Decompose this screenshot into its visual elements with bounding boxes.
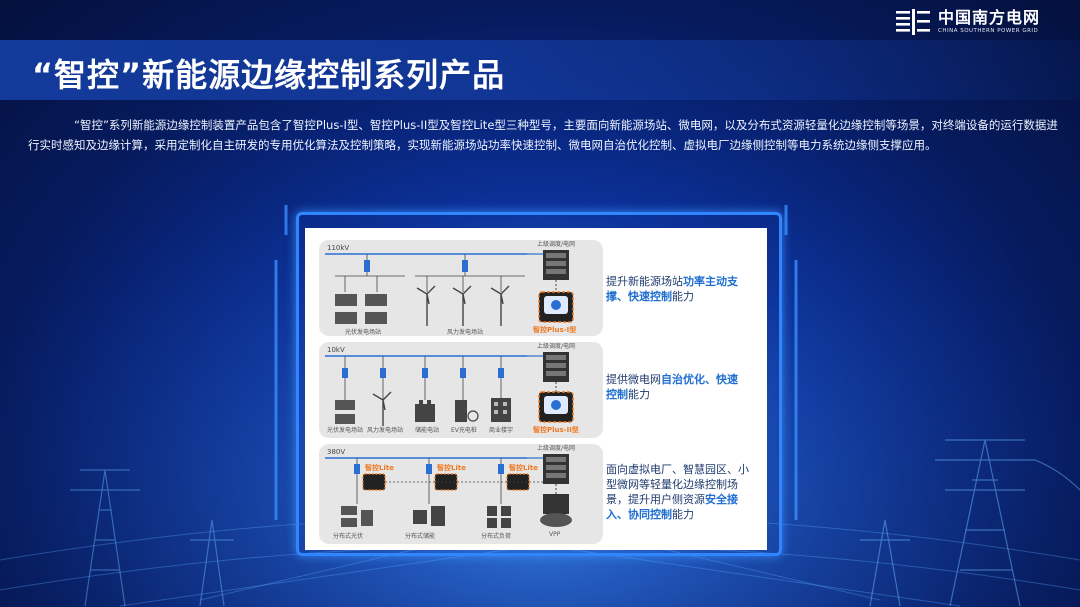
battery-storage-icon [413, 506, 445, 526]
row-1-source-wind: 风力发电场站 [447, 328, 483, 336]
page-title: “智控”新能源边缘控制系列产品 [32, 56, 506, 94]
csg-logo-icon [895, 9, 930, 35]
brand-name-en: CHINA SOUTHERN POWER GRID [937, 27, 1039, 34]
row-2-description: 提供微电网自治优化、快速控制能力 [606, 373, 738, 401]
topology-diagram: .lbl{font-family:"DejaVu Sans",sans-seri… [319, 240, 603, 544]
pv-panel-icon [341, 506, 373, 527]
row-1-cabinet-label: 上级调度/电网 [537, 240, 575, 248]
row-2-source-storage: 储能电站 [415, 426, 439, 434]
row-2-source-wind: 风力发电场站 [367, 426, 403, 434]
row-3-lite-label-3: 智控Lite [509, 463, 538, 472]
row-3-background [319, 444, 603, 544]
pv-panel-icon [335, 400, 355, 424]
row-3-voltage: 380V [327, 448, 345, 456]
row-2-source-ev: EV充电桩 [451, 426, 477, 434]
server-cabinet-icon [543, 454, 569, 484]
vpp-cloud-server-icon [540, 494, 572, 527]
row-2-voltage: 10kV [327, 346, 345, 354]
row-1-source-pv: 光伏发电场站 [345, 328, 381, 336]
controller-device-icon [538, 291, 574, 323]
controller-device-icon [538, 391, 574, 423]
wind-turbine-icon [372, 391, 392, 426]
title-band [0, 40, 1080, 100]
row-3-lite-label-1: 智控Lite [365, 463, 394, 472]
diagram-panel: .lbl{font-family:"DejaVu Sans",sans-seri… [305, 228, 767, 550]
row-2-cabinet-label: 上级调度/电网 [537, 342, 575, 350]
wind-turbine-icon [416, 285, 510, 326]
row-3-description: 面向虚拟电厂、智慧园区、小型微网等轻量化边缘控制场景，提升用户侧资源安全接入、协… [606, 463, 749, 521]
server-cabinet-icon [543, 250, 569, 280]
commercial-building-icon [491, 398, 511, 422]
intro-paragraph: “智控”系列新能源边缘控制装置产品包含了智控Plus-I型、智控Plus-II型… [28, 118, 1058, 152]
row-1-background [319, 240, 603, 336]
load-icon [487, 506, 511, 528]
ev-charger-icon [455, 400, 479, 422]
row-1-voltage: 110kV [327, 244, 349, 252]
left-tower-icon [70, 469, 234, 607]
row-3-source-storage: 分布式储能 [405, 532, 435, 540]
row-3-cabinet-label: 上级调度/电网 [537, 444, 575, 452]
row-2-background [319, 342, 603, 438]
row-3-cloud-label: VPP [549, 531, 561, 538]
row-2-source-building: 商业楼宇 [489, 426, 513, 434]
server-cabinet-icon [543, 352, 569, 382]
pv-panel-icon [335, 294, 387, 324]
row-2-source-pv: 光伏发电场站 [327, 426, 363, 434]
row-3-lite-label-2: 智控Lite [437, 463, 466, 472]
row-1-description: 提升新能源场站功率主动支撑、快速控制能力 [606, 275, 738, 303]
battery-storage-icon [415, 400, 435, 422]
row-3-source-pv: 分布式光伏 [333, 532, 363, 540]
right-tower-icon [860, 439, 1080, 607]
row-1-device-label: 智控Plus-I型 [533, 325, 576, 334]
brand-name-cn: 中国南方电网 [937, 7, 1040, 27]
row-3-source-load: 分布式负荷 [481, 532, 511, 540]
row-2-device-label: 智控Plus-II型 [533, 425, 579, 434]
lite-device-icon [362, 473, 530, 491]
brand-logo: 中国南方电网 CHINA SOUTHERN POWER GRID [895, 7, 1040, 35]
diagram-frame [296, 212, 782, 556]
